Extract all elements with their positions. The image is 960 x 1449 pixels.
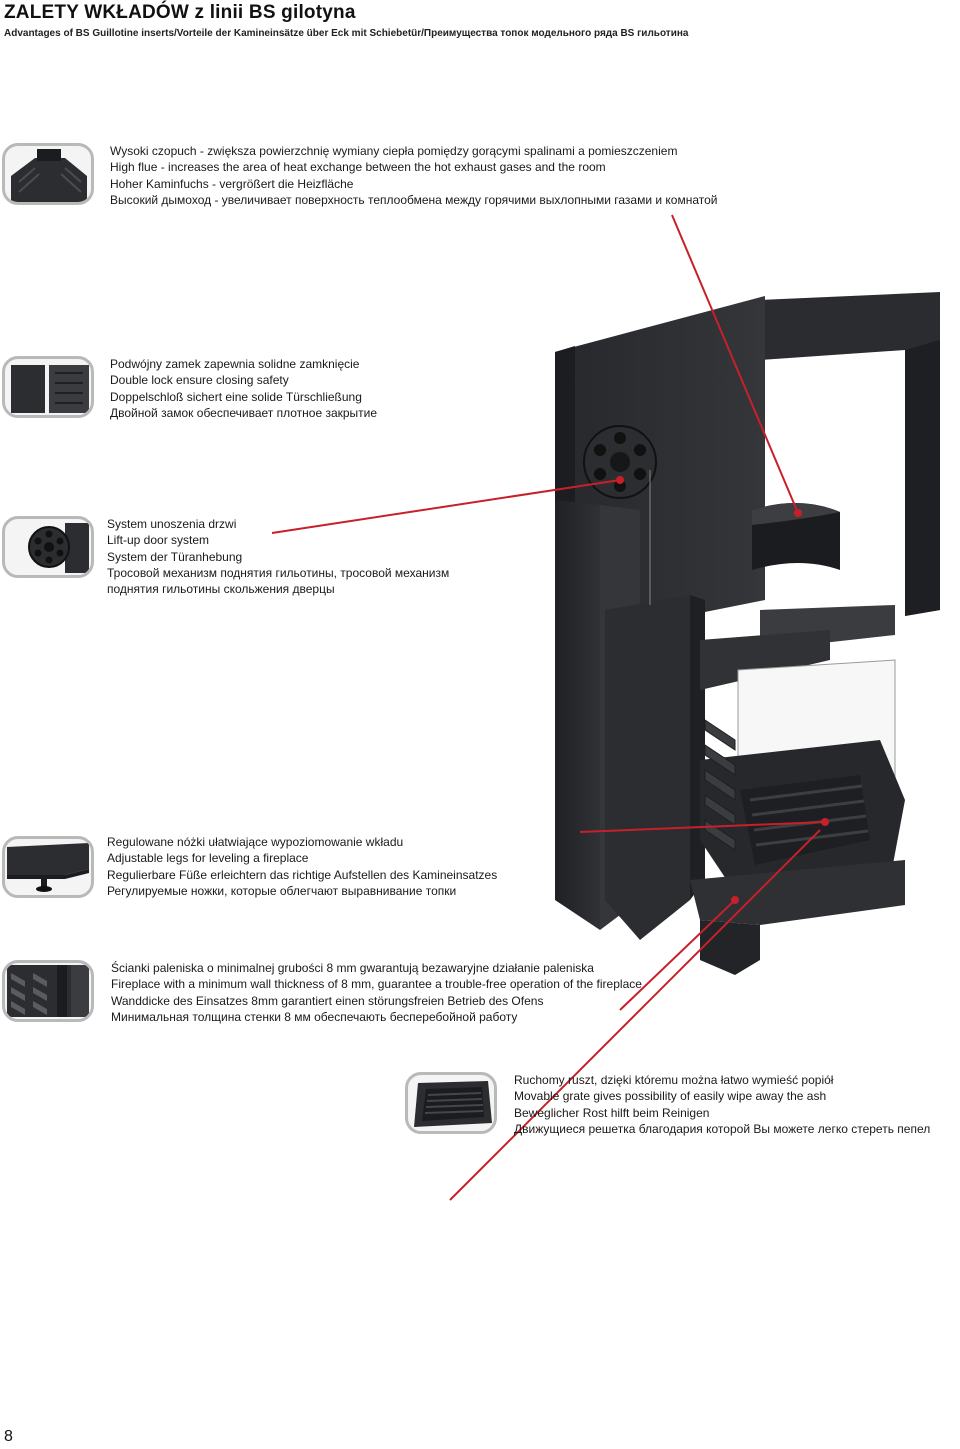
lift-up-door-thumbnail xyxy=(2,516,94,578)
feature-line-ru: Движущиеся решетка благодария которой Вы… xyxy=(514,1121,931,1136)
lift-pulley xyxy=(583,425,657,499)
feature-line-pl: Ścianki paleniska o minimalnej grubości … xyxy=(111,961,594,975)
feature-line-de: Regulierbare Füße erleichtern das richti… xyxy=(107,867,498,882)
feature-lift-up-door: System unoszenia drzwi Lift-up door syst… xyxy=(107,516,449,597)
feature-line-ru: Минимальная толщина стенки 8 мм обеспеча… xyxy=(111,1009,518,1024)
feature-line-ru-cont: поднятия гильотины скольжения дверцы xyxy=(107,582,335,597)
page-number: 8 xyxy=(4,1428,13,1445)
feature-line-ru: Двойной замок обеспечивает плотное закры… xyxy=(110,405,378,420)
grate-thumbnail xyxy=(405,1072,497,1134)
feature-line-en: Movable grate gives possibility of easil… xyxy=(514,1089,827,1104)
feature-line-ru: Высокий дымоход - увеличивает поверхност… xyxy=(110,192,718,207)
feature-double-lock: Podwójny zamek zapewnia solidne zamknięc… xyxy=(110,356,377,421)
high-flue-thumbnail xyxy=(2,143,94,205)
page-subtitle: Advantages of BS Guillotine inserts/Vort… xyxy=(4,28,689,39)
base xyxy=(690,860,905,925)
feature-line-de: Doppelschloß sichert eine solide Türschl… xyxy=(110,389,362,404)
page-title: ZALETY WKŁADÓW z linii BS gilotyna xyxy=(4,2,356,23)
wall-thickness-thumbnail xyxy=(2,960,94,1022)
feature-line-en: Lift-up door system xyxy=(107,533,210,548)
pointer-legs xyxy=(619,899,736,1011)
side-column xyxy=(555,500,600,930)
feature-line-pl: Wysoki czopuch - zwiększa powierzchnię w… xyxy=(110,144,678,158)
feature-line-de: Hoher Kaminfuchs - vergrößert die Heizfl… xyxy=(110,176,354,191)
feature-line-ru: Тросовой механизм поднятия гильотины, тр… xyxy=(107,565,450,580)
double-lock-thumbnail xyxy=(2,356,94,418)
feature-line-pl: Regulowane nóżki ułatwiające wypoziomowa… xyxy=(107,835,404,849)
feature-line-en: Adjustable legs for leveling a fireplace xyxy=(107,851,309,866)
adjustable-legs-thumbnail xyxy=(2,836,94,898)
feature-high-flue: Wysoki czopuch - zwiększa powierzchnię w… xyxy=(110,143,717,208)
feature-grate: Ruchomy ruszt, dzięki któremu można łatw… xyxy=(514,1072,930,1137)
feature-line-ru: Регулируемые ножки, которые облегчают вы… xyxy=(107,883,457,898)
feature-line-en: Double lock ensure closing safety xyxy=(110,373,289,388)
feature-line-de: System der Türanhebung xyxy=(107,549,243,564)
feature-line-en: High flue - increases the area of heat e… xyxy=(110,160,606,175)
feature-wall-thickness: Ścianki paleniska o minimalnej grubości … xyxy=(111,960,642,1025)
feature-line-pl: Ruchomy ruszt, dzięki któremu można łatw… xyxy=(514,1073,834,1087)
feature-line-de: Wanddicke des Einsatzes 8mm garantiert e… xyxy=(111,993,544,1008)
feature-line-de: Beweglicher Rost hilft beim Reinigen xyxy=(514,1105,710,1120)
feature-line-en: Fireplace with a minimum wall thickness … xyxy=(111,977,642,992)
front-column xyxy=(605,595,690,940)
feature-line-pl: System unoszenia drzwi xyxy=(107,517,237,531)
feature-line-pl: Podwójny zamek zapewnia solidne zamknięc… xyxy=(110,357,360,371)
pointer-lines xyxy=(271,214,826,1201)
feature-adjustable-legs: Regulowane nóżki ułatwiające wypoziomowa… xyxy=(107,834,497,899)
